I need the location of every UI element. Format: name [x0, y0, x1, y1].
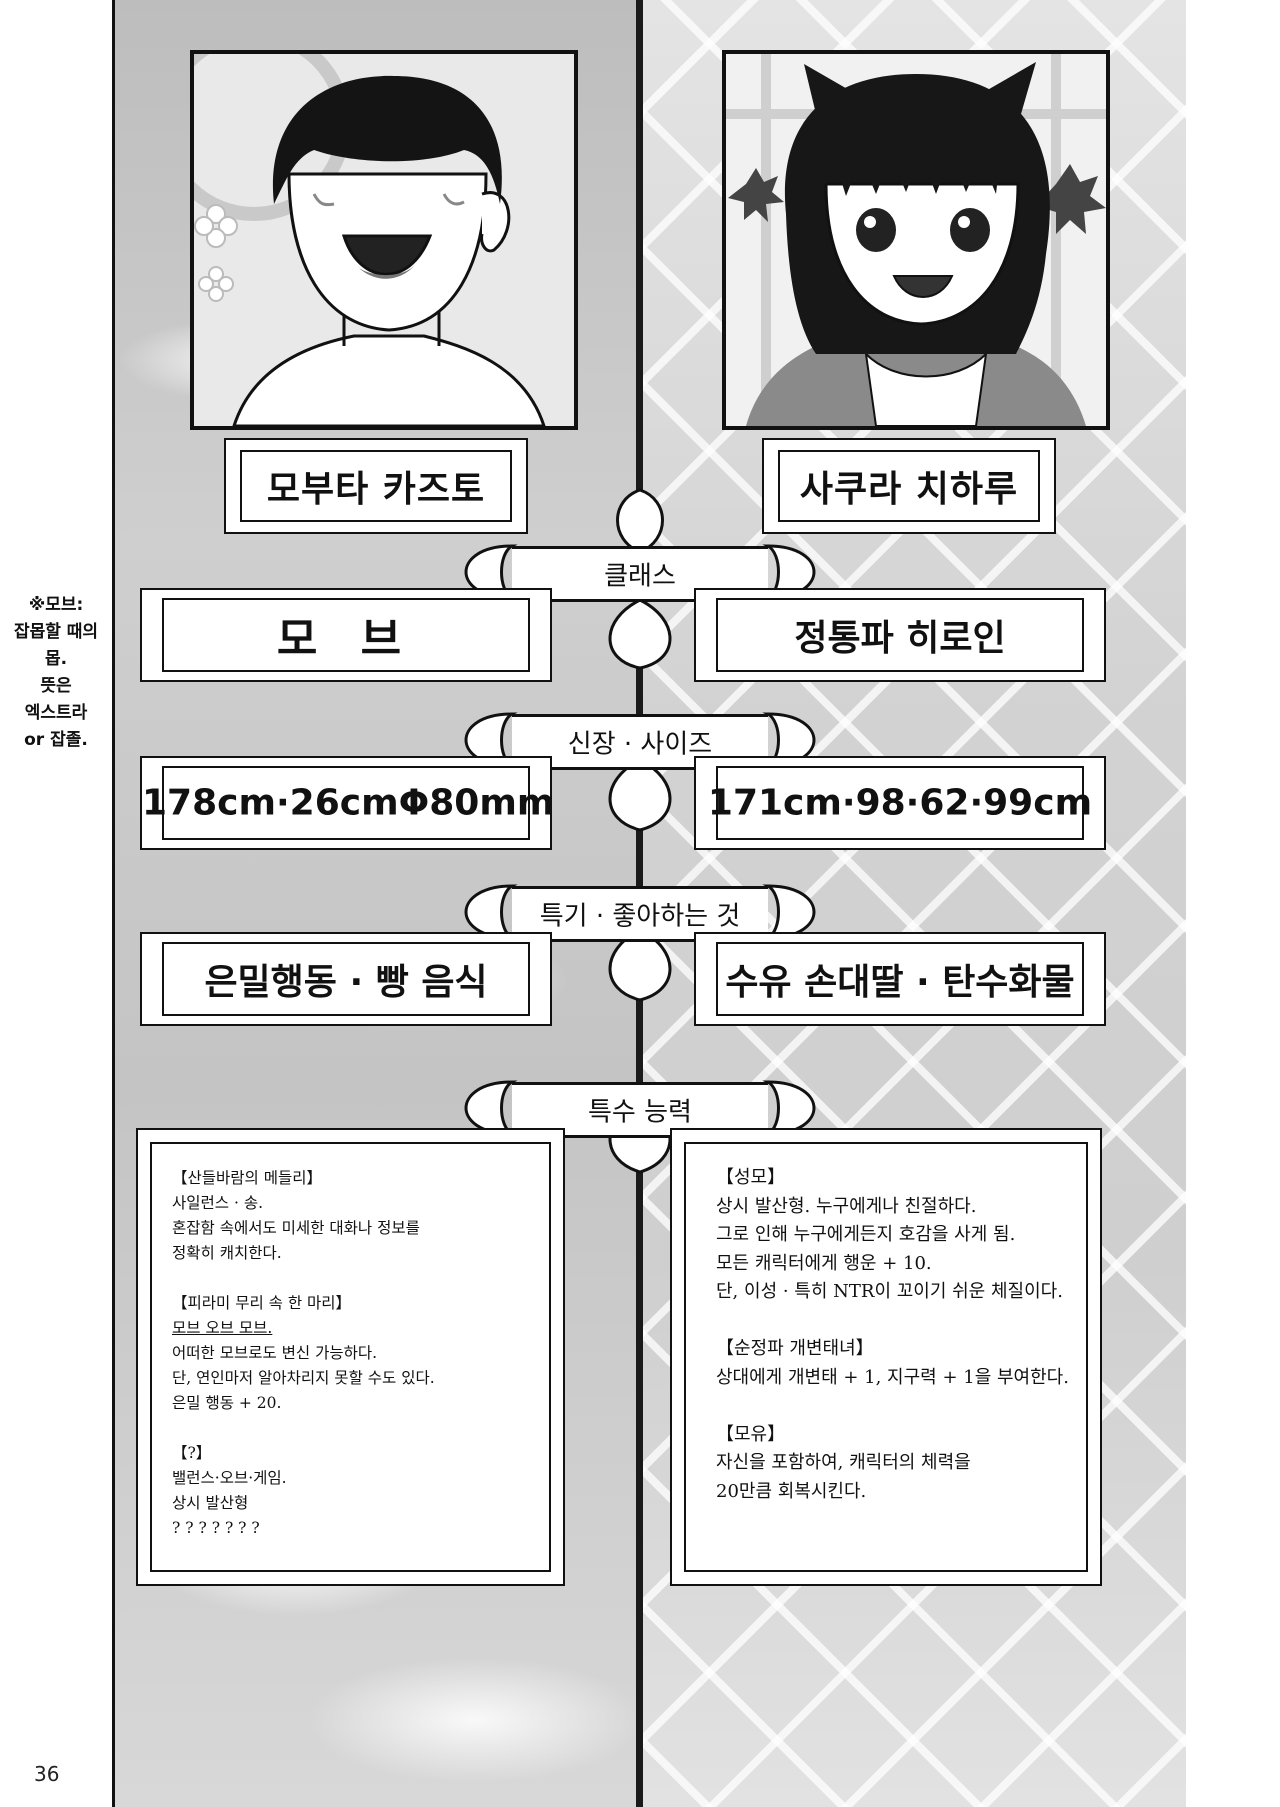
female-character-illustration — [726, 54, 1106, 426]
label-ability-text: 특수 능력 — [588, 1097, 692, 1128]
ability-line: 【?】 — [172, 1444, 212, 1462]
ability-box-right: 【성모】 상시 발산형. 누구에게나 친절하다. 그로 인해 누구에게든지 호감… — [670, 1128, 1102, 1586]
ability-gap — [716, 1307, 1080, 1336]
note-line: or 잡졸. — [24, 730, 88, 750]
ability-line: 상시 발산형. 누구에게나 친절하다. — [716, 1195, 977, 1217]
scroll-ornament-icon — [464, 1080, 816, 1136]
page-number: 36 — [34, 1762, 60, 1786]
portrait-left-character — [190, 50, 578, 430]
note-line: 뜻은 — [40, 676, 72, 696]
scroll-ornament-icon — [464, 884, 816, 940]
label-class-text: 클래스 — [604, 561, 676, 592]
note-line: 잡몹할 때의 — [13, 622, 99, 642]
ability-line: 【순정파 개변태녀】 — [716, 1338, 874, 1359]
ability-gap — [172, 1266, 543, 1291]
ability-line: 그로 인해 누구에게든지 호감을 사게 됨. — [716, 1224, 1016, 1245]
translator-note: ※모브: 잡몹할 때의 몹. 뜻은 엑스트라 or 잡졸. — [0, 592, 112, 754]
ability-line: 어떠한 모브로도 변신 가능하다. — [172, 1344, 378, 1362]
ability-line: 은밀 행동 + 20. — [172, 1394, 282, 1412]
likes-box-left: 은밀행동 · 빵 음식 — [140, 932, 552, 1026]
name-plate-left: 모부타 카즈토 — [224, 438, 528, 534]
ability-line: 혼잡함 속에서도 미세한 대화나 정보를 — [172, 1219, 420, 1237]
ability-line: 상시 발산형 — [172, 1494, 249, 1512]
note-line: 몹. — [44, 649, 68, 669]
likes-box-right: 수유 손대딸 · 탄수화물 — [694, 932, 1106, 1026]
ability-line: 밸런스·오브·게임. — [172, 1469, 287, 1487]
ability-box-left: 【산들바람의 메들리】 사일런스 · 송. 혼잡함 속에서도 미세한 대화나 정… — [136, 1128, 565, 1586]
class-value-right: 정통파 히로인 — [794, 618, 1006, 659]
ability-line: 모든 캐릭터에게 행운 + 10. — [716, 1252, 932, 1274]
ability-gap — [172, 1416, 543, 1441]
size-value-right: 171cm·98·62·99cm — [707, 782, 1093, 824]
name-plate-right: 사쿠라 치하루 — [762, 438, 1056, 534]
ability-line: 단, 이성 · 특히 NTR이 꼬이기 쉬운 체질이다. — [716, 1281, 1063, 1302]
note-line: ※모브: — [28, 595, 84, 615]
ability-line: 상대에게 개변태 + 1, 지구력 + 1을 부여한다. — [716, 1366, 1069, 1388]
label-likes-text: 특기 · 좋아하는 것 — [539, 901, 741, 932]
ability-line: 【피라미 무리 속 한 마리】 — [172, 1294, 352, 1312]
ability-line: 단, 연인마저 알아차리지 못할 수도 있다. — [172, 1369, 435, 1387]
ability-line: 정확히 캐치한다. — [172, 1244, 282, 1262]
ability-list-left: 【산들바람의 메들리】 사일런스 · 송. 혼잡함 속에서도 미세한 대화나 정… — [172, 1166, 543, 1541]
class-value-left: 모 브 — [276, 614, 416, 665]
ability-line: 【모유】 — [716, 1423, 786, 1445]
ability-line: 모브 오브 모브. — [172, 1319, 273, 1337]
size-value-left: 178cm·26cmΦ80mm — [142, 782, 555, 824]
male-character-illustration — [194, 54, 574, 426]
character-name-left: 모부타 카즈토 — [266, 469, 486, 510]
ability-line: 20만큼 회복시킨다. — [716, 1480, 867, 1502]
class-box-right: 정통파 히로인 — [694, 588, 1106, 682]
ability-line: ? ? ? ? ? ? ? — [172, 1519, 260, 1537]
character-name-right: 사쿠라 치하루 — [799, 469, 1019, 510]
ability-list-right: 【성모】 상시 발산형. 누구에게나 친절하다. 그로 인해 누구에게든지 호감… — [716, 1164, 1080, 1506]
ability-gap — [716, 1392, 1080, 1421]
ability-line: 【성모】 — [716, 1167, 786, 1188]
ability-line: 【산들바람의 메들리】 — [172, 1169, 323, 1187]
class-box-left: 모 브 — [140, 588, 552, 682]
ability-line: 자신을 포함하여, 캐릭터의 체력을 — [716, 1452, 971, 1473]
likes-value-left: 은밀행동 · 빵 음식 — [204, 962, 488, 1003]
portrait-right-character — [722, 50, 1110, 430]
ability-line: 사일런스 · 송. — [172, 1194, 264, 1212]
label-size-text: 신장 · 사이즈 — [567, 729, 713, 760]
size-box-left: 178cm·26cmΦ80mm — [140, 756, 555, 850]
likes-value-right: 수유 손대딸 · 탄수화물 — [725, 962, 1075, 1003]
size-box-right: 171cm·98·62·99cm — [694, 756, 1106, 850]
note-line: 엑스트라 — [24, 703, 88, 723]
